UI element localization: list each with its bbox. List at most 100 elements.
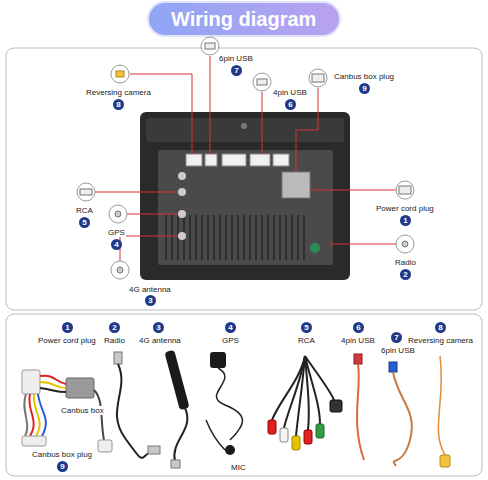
- head-unit: [178, 210, 186, 218]
- leader-line: [310, 190, 396, 191]
- connector-icon: [109, 205, 127, 223]
- part-label: 4G antenna: [138, 336, 182, 345]
- head-unit: [140, 112, 350, 280]
- callout-number: 3: [153, 322, 164, 333]
- connector-icon: [309, 69, 327, 87]
- camera-cable: [438, 356, 445, 455]
- part-label: GPS: [107, 228, 126, 237]
- part-label: Radio: [103, 336, 126, 345]
- rca-bundle: [296, 356, 305, 436]
- connector-icon: [115, 211, 121, 217]
- rca-bundle: [268, 356, 342, 450]
- part-label: Reversing camera: [85, 88, 152, 97]
- antenna: [164, 350, 189, 411]
- radio-cable: [114, 352, 160, 458]
- gps-module: [210, 352, 226, 368]
- radio-cable: [148, 446, 160, 454]
- callout-number: 7: [391, 332, 402, 343]
- rca-bundle: [268, 420, 276, 434]
- callout-number: 9: [359, 83, 370, 94]
- rca-bundle: [292, 436, 300, 450]
- connector-icon: [402, 241, 408, 247]
- connector-icon: [396, 181, 414, 199]
- power-harness: [98, 440, 112, 452]
- usb-cable: [389, 362, 397, 372]
- diagram-title: Wiring diagram: [171, 8, 316, 31]
- panel-frame: [6, 314, 482, 476]
- camera-cable: [438, 356, 450, 467]
- leader-line: [130, 74, 192, 154]
- head-unit: [186, 154, 202, 166]
- gps-module: [206, 352, 243, 455]
- callout-number: 4: [111, 239, 122, 250]
- connector-icon: [111, 261, 129, 279]
- part-label: 4pin USB: [272, 88, 308, 97]
- head-unit: [310, 243, 320, 253]
- callout-number: 2: [400, 269, 411, 280]
- connector-icon: [117, 267, 123, 273]
- radio-cable: [114, 352, 122, 364]
- connector-icon: [80, 189, 92, 195]
- rca-bundle: [330, 400, 342, 412]
- part-label: RCA: [297, 336, 316, 345]
- callout-number: 9: [57, 461, 68, 472]
- leader-line: [296, 88, 318, 172]
- callout-number: 2: [109, 322, 120, 333]
- radio-cable: [117, 364, 150, 458]
- part-label: Reversing camera: [407, 336, 474, 345]
- part-label: MIC: [230, 463, 247, 472]
- panel-frame: [6, 48, 482, 310]
- part-label: GPS: [221, 336, 240, 345]
- leader-line: [330, 244, 396, 245]
- part-label: Power cord plug: [37, 336, 97, 345]
- leader-line: [120, 236, 178, 261]
- antenna: [164, 350, 189, 468]
- connector-icon: [116, 71, 124, 77]
- gps-module: [216, 368, 242, 440]
- power-harness: [66, 378, 94, 398]
- connector-icon: [253, 73, 271, 91]
- callout-number: 8: [113, 99, 124, 110]
- head-unit: [178, 232, 186, 240]
- head-unit: [241, 123, 247, 129]
- part-label: Canbus box plug: [333, 72, 395, 81]
- power-harness: [22, 370, 112, 452]
- title-pill: [148, 2, 340, 36]
- part-label: Canbus box plug: [31, 450, 93, 459]
- connector-icon: [77, 37, 414, 279]
- panel-frame: [6, 48, 482, 476]
- usb-cable: [354, 354, 412, 466]
- leader-line: [127, 214, 178, 215]
- callout-number: 1: [62, 322, 73, 333]
- rca-bundle: [304, 430, 312, 444]
- part-label: 6pin USB: [380, 346, 416, 355]
- connector-icon: [399, 186, 411, 194]
- head-unit: [273, 154, 289, 166]
- power-harness: [24, 394, 27, 436]
- connector-icon: [77, 183, 95, 201]
- leader-line: [95, 56, 396, 261]
- part-label: Canbus box: [60, 406, 105, 415]
- usb-cable: [393, 372, 412, 466]
- antenna: [171, 460, 180, 468]
- antenna: [174, 408, 187, 462]
- rca-bundle: [316, 424, 324, 438]
- connector-icon: [201, 37, 219, 55]
- power-harness: [40, 388, 66, 392]
- usb-cable: [354, 354, 362, 364]
- callout-number: 5: [79, 217, 90, 228]
- callout-number: 6: [285, 99, 296, 110]
- power-harness: [29, 394, 33, 436]
- head-unit: [140, 112, 350, 280]
- part-label: 6pin USB: [218, 54, 254, 63]
- leader-line: [262, 92, 263, 154]
- callout-number: 1: [400, 215, 411, 226]
- part-label: Power cord plug: [375, 204, 435, 213]
- gps-module: [206, 420, 225, 450]
- rca-bundle: [280, 428, 288, 442]
- head-unit: [205, 154, 217, 166]
- head-unit: [158, 150, 333, 265]
- head-unit: [166, 215, 304, 260]
- callout-number: 6: [353, 322, 364, 333]
- callout-number: 3: [145, 295, 156, 306]
